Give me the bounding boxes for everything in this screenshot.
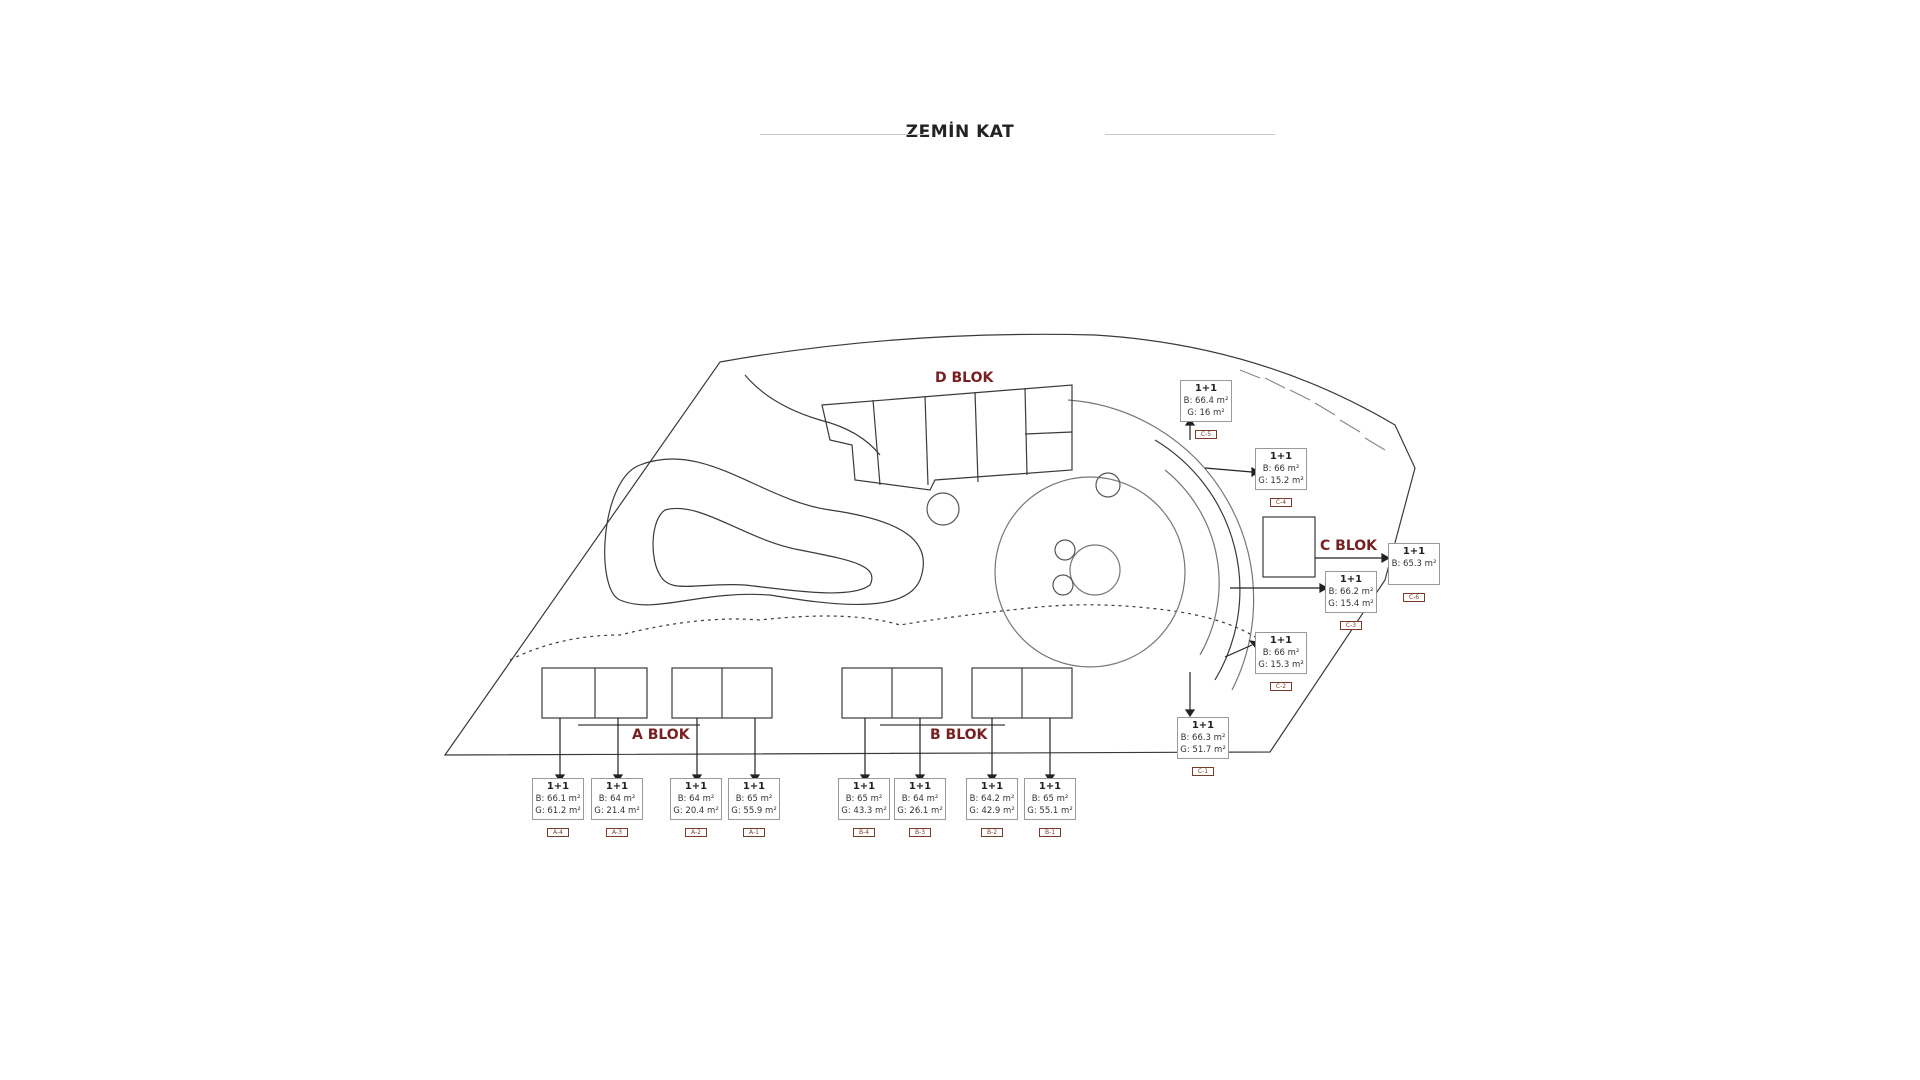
unit-type: 1+1 (1191, 720, 1215, 731)
unit-gross-area: G: 20.4 m² (673, 806, 719, 816)
unit-gross-area: G: 42.9 m² (969, 806, 1015, 816)
unit-c4[interactable]: 1+1 B: 66 m² G: 15.2 m² (1255, 448, 1307, 490)
unit-code-c5: C-5 (1195, 430, 1217, 439)
parking-row (1239, 369, 1386, 451)
unit-type: 1+1 (980, 781, 1004, 792)
unit-type: 1+1 (852, 781, 876, 792)
title-rule-left (760, 134, 930, 135)
unit-code-c3: C-3 (1340, 621, 1362, 630)
unit-a2[interactable]: 1+1 B: 64 m² G: 20.4 m² (670, 778, 722, 820)
block-label-b: B BLOK (930, 727, 988, 743)
tree-2 (1052, 574, 1074, 596)
tree-1 (1054, 539, 1076, 561)
unit-net-area: B: 65 m² (1031, 794, 1069, 804)
c-block-core (1262, 516, 1316, 578)
block-label-c: C BLOK (1320, 538, 1377, 554)
tree-line (509, 604, 1261, 661)
central-plaza (994, 476, 1186, 668)
unit-type: 1+1 (546, 781, 570, 792)
small-tree (1095, 472, 1121, 498)
unit-b1[interactable]: 1+1 B: 65 m² G: 55.1 m² (1024, 778, 1076, 820)
unit-a1[interactable]: 1+1 B: 65 m² G: 55.9 m² (728, 778, 780, 820)
unit-net-area: B: 66.1 m² (535, 794, 581, 804)
unit-code-a2: A-2 (685, 828, 707, 837)
round-feature (926, 492, 960, 526)
c-block-arc-road (1067, 399, 1255, 691)
unit-gross-area: G: 15.2 m² (1258, 476, 1304, 486)
unit-code-a3: A-3 (606, 828, 628, 837)
unit-gross-area: G: 15.3 m² (1258, 660, 1304, 670)
unit-gross-area: G: 43.3 m² (841, 806, 887, 816)
unit-a4[interactable]: 1+1 B: 66.1 m² G: 61.2 m² (532, 778, 584, 820)
unit-gross-area: G: 55.1 m² (1027, 806, 1073, 816)
unit-type: 1+1 (908, 781, 932, 792)
unit-code-b4: B-4 (853, 828, 875, 837)
unit-c2[interactable]: 1+1 B: 66 m² G: 15.3 m² (1255, 632, 1307, 674)
block-label-a: A BLOK (632, 727, 690, 743)
unit-b4[interactable]: 1+1 B: 65 m² G: 43.3 m² (838, 778, 890, 820)
unit-code-c1: C-1 (1192, 767, 1214, 776)
unit-type: 1+1 (1038, 781, 1062, 792)
fountain (1069, 544, 1121, 596)
unit-net-area: B: 64 m² (598, 794, 636, 804)
unit-b2[interactable]: 1+1 B: 64.2 m² G: 42.9 m² (966, 778, 1018, 820)
unit-type: 1+1 (1269, 451, 1293, 462)
unit-c6[interactable]: 1+1 B: 65.3 m² (1388, 543, 1440, 585)
unit-c5[interactable]: 1+1 B: 66.4 m² G: 16 m² (1180, 380, 1232, 422)
pool-inner (652, 507, 873, 594)
unit-c3[interactable]: 1+1 B: 66.2 m² G: 15.4 m² (1325, 571, 1377, 613)
unit-net-area: B: 64 m² (677, 794, 715, 804)
c-block-arc-inner (1164, 469, 1220, 656)
block-label-d: D BLOK (935, 370, 994, 386)
unit-code-c4: C-4 (1270, 498, 1292, 507)
unit-gross-area: G: 55.9 m² (731, 806, 777, 816)
page-title: ZEMİN KAT (905, 122, 1015, 142)
unit-a3[interactable]: 1+1 B: 64 m² G: 21.4 m² (591, 778, 643, 820)
site-boundary (443, 333, 1416, 756)
unit-code-b2: B-2 (981, 828, 1003, 837)
unit-gross-area: G: 16 m² (1187, 408, 1225, 418)
title-rule-right (1105, 134, 1275, 135)
c-block-arc-outer (1154, 439, 1241, 681)
unit-code-a1: A-1 (743, 828, 765, 837)
unit-type: 1+1 (742, 781, 766, 792)
unit-gross-area: G: 21.4 m² (594, 806, 640, 816)
unit-type: 1+1 (1339, 574, 1363, 585)
unit-net-area: B: 66.2 m² (1328, 587, 1374, 597)
unit-code-c6: C-6 (1403, 593, 1425, 602)
unit-code-b1: B-1 (1039, 828, 1061, 837)
unit-code-a4: A-4 (547, 828, 569, 837)
unit-type: 1+1 (1269, 635, 1293, 646)
unit-code-b3: B-3 (909, 828, 931, 837)
unit-gross-area: G: 26.1 m² (897, 806, 943, 816)
unit-net-area: B: 66 m² (1262, 464, 1300, 474)
unit-net-area: B: 65 m² (735, 794, 773, 804)
unit-net-area: B: 66 m² (1262, 648, 1300, 658)
unit-b3[interactable]: 1+1 B: 64 m² G: 26.1 m² (894, 778, 946, 820)
unit-net-area: B: 64.2 m² (969, 794, 1015, 804)
unit-type: 1+1 (1402, 546, 1426, 557)
garden-path (744, 374, 881, 456)
unit-type: 1+1 (605, 781, 629, 792)
unit-net-area: B: 66.3 m² (1180, 733, 1226, 743)
unit-net-area: B: 64 m² (901, 794, 939, 804)
unit-net-area: B: 65.3 m² (1391, 559, 1437, 569)
unit-gross-area: G: 51.7 m² (1180, 745, 1226, 755)
unit-c1[interactable]: 1+1 B: 66.3 m² G: 51.7 m² (1177, 717, 1229, 759)
pool-outline (604, 458, 925, 606)
unit-net-area: B: 65 m² (845, 794, 883, 804)
unit-type: 1+1 (1194, 383, 1218, 394)
unit-gross-area: G: 15.4 m² (1328, 599, 1374, 609)
unit-code-c2: C-2 (1270, 682, 1292, 691)
unit-type: 1+1 (684, 781, 708, 792)
unit-net-area: B: 66.4 m² (1183, 396, 1229, 406)
unit-gross-area: G: 61.2 m² (535, 806, 581, 816)
d-block (821, 384, 1073, 491)
